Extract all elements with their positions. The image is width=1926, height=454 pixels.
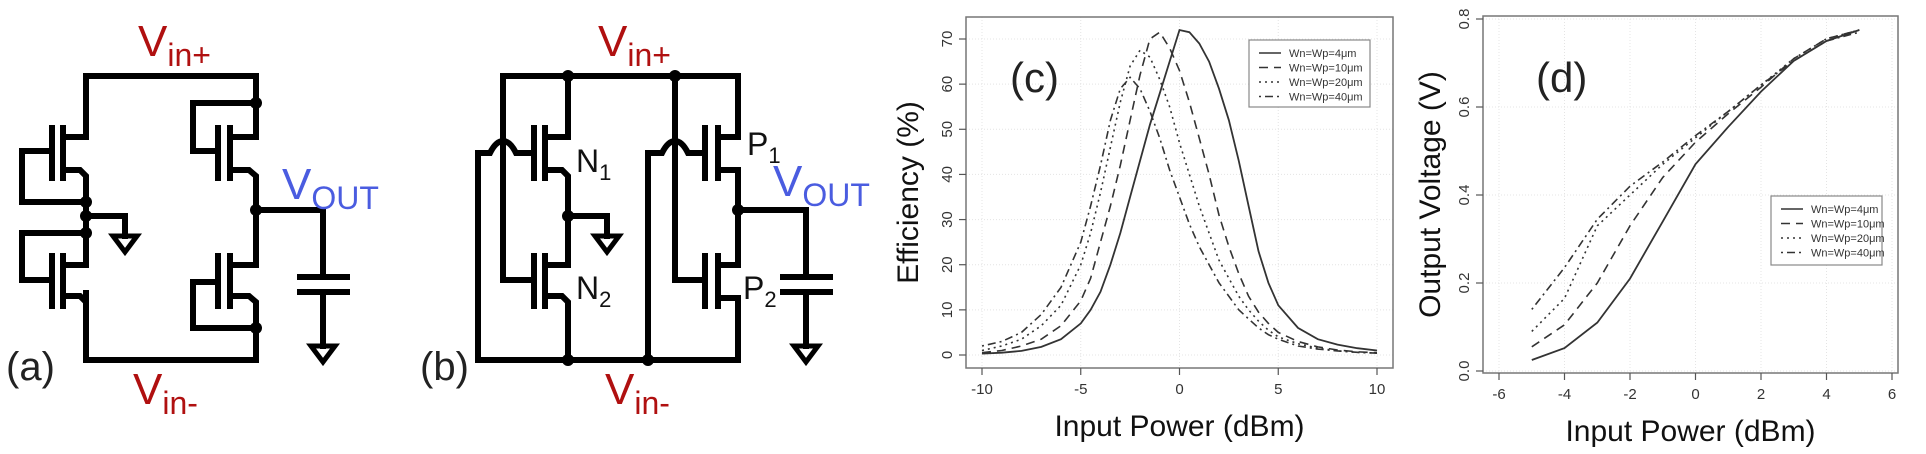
y-tick-label: 60 [939, 76, 956, 93]
panel-label: (d) [1536, 54, 1587, 101]
transistor-label-n2: N2 [576, 270, 612, 312]
transistor-label-p1: P1 [747, 126, 781, 168]
series-line-dashdot [1531, 31, 1860, 310]
x-tick-label: -5 [1074, 381, 1087, 398]
transistor-label-n1: N1 [576, 143, 612, 185]
y-tick-label: 30 [939, 211, 956, 228]
y-tick-label: 0.2 [1456, 273, 1473, 294]
x-tick-label: 6 [1888, 386, 1896, 403]
x-tick-label: 0 [1175, 381, 1183, 398]
x-tick-label: -10 [971, 381, 993, 398]
legend-entry: Wn=Wp=20μm [1811, 233, 1885, 245]
y-tick-label: 0.4 [1456, 185, 1473, 206]
panel-label-a: (a) [6, 345, 55, 389]
x-tick-label: 5 [1274, 381, 1282, 398]
legend-entry: Wn=Wp=20μm [1289, 77, 1363, 89]
series-line-dotted [981, 49, 1378, 354]
y-axis-title: Efficiency (%) [892, 101, 925, 284]
y-axis-title: Output Voltage (V) [1414, 71, 1447, 318]
series-line-dashdot [981, 76, 1378, 354]
y-tick-label: 50 [939, 121, 956, 138]
y-tick-label: 0.0 [1456, 361, 1473, 382]
y-tick-label: 20 [939, 256, 956, 273]
series-line-dashed [981, 31, 1378, 354]
vout-label-a: VOUT [282, 160, 379, 216]
x-tick-label: 4 [1822, 386, 1830, 403]
vout-label-b: VOUT [773, 157, 870, 213]
x-tick-label: -4 [1558, 386, 1571, 403]
vin-plus-label-b: Vin+ [598, 17, 671, 73]
y-tick-label: 0.8 [1456, 9, 1473, 30]
y-tick-label: 0 [939, 351, 956, 359]
series-line-solid [981, 28, 1378, 355]
x-axis-title: Input Power (dBm) [1565, 415, 1815, 448]
panel-label: (c) [1010, 54, 1059, 101]
y-tick-label: 10 [939, 302, 956, 319]
panel-label-b: (b) [420, 345, 469, 389]
legend-entry: Wn=Wp=4μm [1811, 204, 1878, 216]
y-tick-label: 0.6 [1456, 97, 1473, 118]
x-tick-label: 0 [1691, 386, 1699, 403]
x-tick-label: -2 [1623, 386, 1636, 403]
legend-entry: Wn=Wp=4μm [1289, 48, 1356, 60]
legend-entry: Wn=Wp=40μm [1811, 248, 1885, 260]
series-line-solid [1531, 29, 1860, 361]
x-tick-label: -6 [1492, 386, 1505, 403]
circuit-a [19, 73, 350, 367]
legend-entry: Wn=Wp=40μm [1289, 92, 1363, 104]
series-line-dotted [1531, 29, 1860, 332]
x-tick-label: 10 [1369, 381, 1386, 398]
vin-plus-label-a: Vin+ [138, 17, 211, 73]
y-tick-label: 40 [939, 166, 956, 183]
y-tick-label: 70 [939, 31, 956, 48]
x-axis-title: Input Power (dBm) [1054, 410, 1304, 443]
legend-entry: Wn=Wp=10μm [1289, 63, 1363, 75]
transistor-label-p2: P2 [743, 270, 777, 312]
vin-minus-label-a: Vin- [133, 365, 198, 421]
legend-entry: Wn=Wp=10μm [1811, 219, 1885, 231]
vin-minus-label-b: Vin- [605, 365, 670, 421]
x-tick-label: 2 [1757, 386, 1765, 403]
circuit-b [475, 70, 833, 367]
